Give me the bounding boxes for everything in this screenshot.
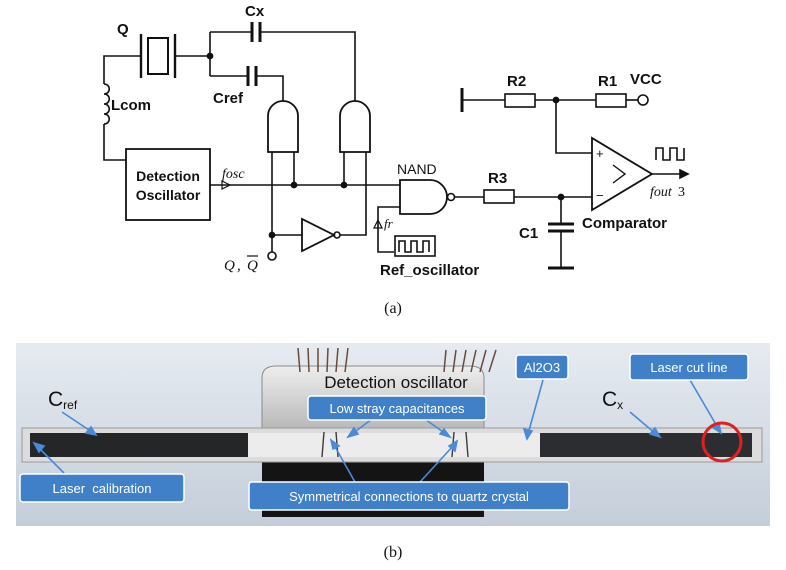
callout-al2o3-text: Al2O3 (524, 360, 560, 375)
callout-low-stray-text: Low stray capacitances (329, 401, 465, 416)
caption-a: (a) (384, 300, 402, 317)
square-wave-icon (655, 147, 685, 161)
label-nand: NAND (397, 161, 437, 177)
label-vcc: VCC (630, 71, 662, 88)
label-ref-oscillator: Ref_oscillator (380, 262, 479, 279)
callout-low-stray: Low stray capacitances (307, 395, 487, 421)
package-pins (297, 347, 497, 373)
detection-oscillator-label: Detection (136, 168, 200, 184)
nand-bubble (446, 192, 456, 202)
comparator-symbol (591, 136, 654, 212)
wire (555, 100, 592, 154)
caption-b: (b) (384, 544, 403, 561)
detection-oscillator-box (125, 148, 211, 221)
fr-arrow (373, 218, 383, 229)
junction-dot (340, 181, 348, 189)
label-cx-photo: Cx (602, 388, 623, 412)
sensor-photo: Detection oscillator Cref Cx (16, 343, 770, 561)
label-q-state: Q (224, 258, 235, 274)
wire (103, 55, 141, 84)
label-cref-main: C (48, 388, 63, 411)
and-gate-1 (267, 100, 299, 153)
label-cref-sub: ref (63, 398, 78, 412)
comparator-inner-mark (612, 164, 627, 184)
label-q: Q (117, 21, 129, 38)
cref-electrode (30, 433, 248, 457)
callout-al2o3: Al2O3 (515, 354, 569, 380)
label-fout-number: 3 (678, 185, 685, 200)
vcc-terminal (637, 94, 649, 106)
wire (256, 75, 284, 98)
junction-dot (268, 231, 276, 239)
output-arrow (679, 168, 690, 180)
label-cx: Cx (245, 3, 265, 20)
callout-laser-calibration: Laser calibration (19, 473, 185, 503)
label-cx-main: C (602, 388, 617, 411)
label-cref-photo: Cref (48, 388, 78, 412)
callout-laser-calibration-text: Laser calibration (53, 481, 152, 496)
cx-electrode (540, 433, 752, 457)
label-r2: R2 (507, 73, 526, 90)
photo-title: Detection oscillator (324, 373, 468, 392)
q-terminal (267, 251, 277, 261)
nand-gate (399, 179, 448, 215)
label-plus: + (596, 146, 604, 161)
label-fr: fr (384, 216, 394, 231)
label-q-sep: , (237, 258, 241, 274)
callout-symmetrical: Symmetrical connections to quartz crysta… (248, 481, 570, 511)
laser-cut-highlight (701, 421, 743, 463)
resistor-r3 (483, 189, 515, 204)
label-fosc: fosc (222, 167, 245, 182)
al2o3-substrate (248, 433, 540, 457)
label-comparator: Comparator (582, 215, 667, 232)
label-cx-sub: x (617, 398, 623, 412)
label-r1: R1 (598, 73, 617, 90)
label-cref: Cref (213, 90, 244, 107)
circuit-schematic (103, 22, 690, 270)
ref-oscillator-box (394, 235, 436, 257)
label-c1: C1 (519, 225, 538, 242)
label-fout: fout (650, 185, 673, 200)
resistor-r2 (504, 93, 536, 108)
wire (377, 206, 400, 253)
callout-laser-cut-text: Laser cut line (650, 360, 727, 375)
circuit-labels: Q Cx Cref Lcom Detection Oscillator fosc… (111, 3, 685, 317)
label-q-bar: Q (247, 258, 258, 274)
callout-symmetrical-text: Symmetrical connections to quartz crysta… (289, 489, 529, 504)
fosc-arrow (221, 180, 232, 190)
detection-oscillator-label: Oscillator (136, 187, 201, 203)
wire (103, 124, 126, 161)
inverter-gate (301, 217, 337, 253)
junction-dot (206, 52, 214, 60)
wire (260, 31, 356, 98)
quartz-crystal-symbol (139, 34, 177, 78)
callout-laser-cut: Laser cut line (629, 353, 749, 381)
label-r3: R3 (488, 170, 507, 187)
square-wave-icon (398, 240, 430, 253)
wire (340, 214, 367, 236)
and-gate-2 (339, 100, 371, 153)
junction-dot (290, 181, 298, 189)
label-lcom: Lcom (111, 97, 151, 114)
resistor-r1 (595, 93, 627, 108)
label-minus: − (596, 188, 604, 203)
inductor-lcom-symbol (103, 83, 111, 125)
